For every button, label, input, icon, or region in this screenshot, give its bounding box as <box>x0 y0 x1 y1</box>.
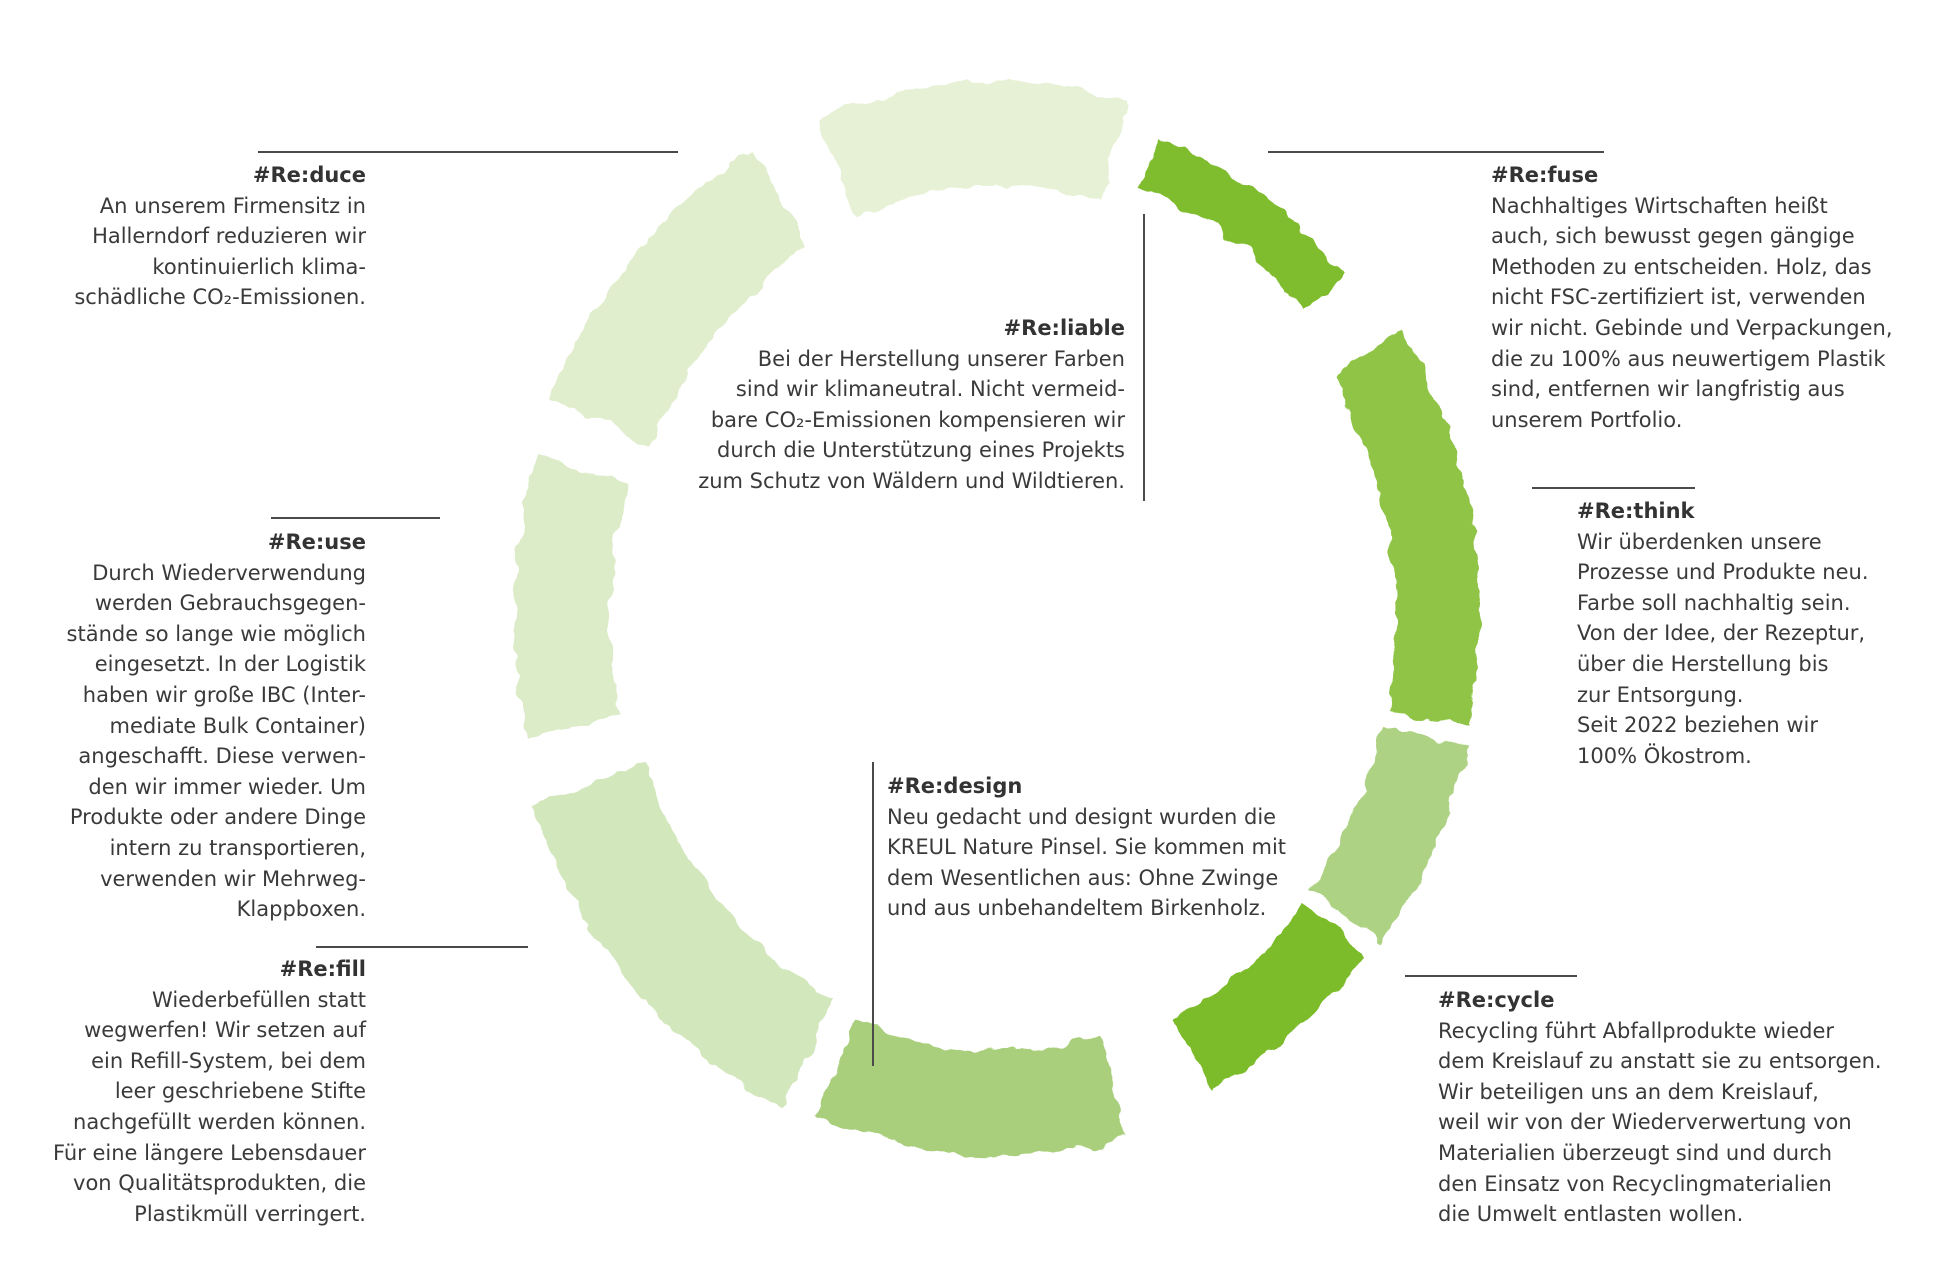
reduce-title: #Re:duce <box>252 163 366 187</box>
redesign-title: #Re:design <box>887 774 1023 798</box>
redesign-rule <box>872 762 874 1066</box>
refill-block: #Re:fill Wiederbefüllen statt wegwerfen!… <box>53 954 366 1229</box>
refuse-title: #Re:fuse <box>1491 163 1599 187</box>
ring-segment-right <box>1332 331 1480 728</box>
reduce-rule <box>258 151 678 153</box>
redesign-text: Neu gedacht und designt wurden die KREUL… <box>887 804 1287 921</box>
ring-segment-upper-left <box>548 149 809 444</box>
recycle-text: Recycling führt Abfallprodukte wieder de… <box>1438 1018 1882 1227</box>
refuse-rule <box>1268 151 1604 153</box>
reliable-text: Bei der Herstellung unserer Farben sind … <box>698 346 1125 493</box>
rethink-title: #Re:think <box>1577 499 1695 523</box>
refill-text: Wiederbefüllen statt wegwerfen! Wir setz… <box>52 987 366 1226</box>
ring-segment-upper-right <box>1140 137 1345 311</box>
rethink-text: Wir überdenken unsere Prozesse und Produ… <box>1577 529 1869 768</box>
rethink-rule <box>1532 487 1695 489</box>
redesign-block: #Re:design Neu gedacht und designt wurde… <box>887 771 1286 924</box>
ring-segment-lower-right-pale <box>1310 724 1468 944</box>
ring-segment-lower-right <box>1174 904 1367 1090</box>
refuse-text: Nachhaltiges Wirtschaften heißt auch, si… <box>1491 193 1893 432</box>
reduce-text: An unserem Firmensitz in Hallerndorf red… <box>74 193 366 310</box>
reliable-rule <box>1143 214 1145 501</box>
reuse-text: Durch Wiederverwendung werden Gebrauchsg… <box>66 560 366 922</box>
ring-segment-top <box>816 81 1127 217</box>
ring-segment-lower-left <box>532 763 835 1108</box>
recycle-rule <box>1405 975 1577 977</box>
recycle-block: #Re:cycle Recycling führt Abfallprodukte… <box>1438 985 1882 1230</box>
reliable-block: #Re:liable Bei der Herstellung unserer F… <box>698 313 1125 497</box>
reuse-rule <box>271 517 440 519</box>
ring-segment-left <box>514 453 630 738</box>
rethink-block: #Re:think Wir überdenken unsere Prozesse… <box>1577 496 1869 771</box>
ring-segment-bottom <box>816 1019 1127 1155</box>
reliable-title: #Re:liable <box>1003 316 1125 340</box>
reuse-block: #Re:use Durch Wiederverwendung werden Ge… <box>67 527 366 925</box>
refill-title: #Re:fill <box>279 957 366 981</box>
reduce-block: #Re:duce An unserem Firmensitz in Haller… <box>74 160 366 313</box>
refuse-block: #Re:fuse Nachhaltiges Wirtschaften heißt… <box>1491 160 1893 435</box>
refill-rule <box>316 946 528 948</box>
recycle-title: #Re:cycle <box>1438 988 1555 1012</box>
reuse-title: #Re:use <box>267 530 366 554</box>
